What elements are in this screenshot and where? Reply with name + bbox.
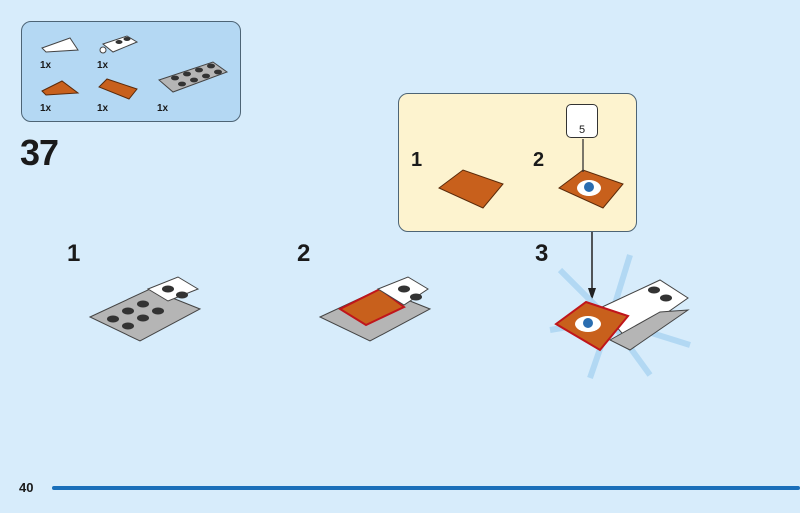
parts-list-box: 1x 1x 1x 1x 1x bbox=[21, 21, 241, 122]
white-plate-clip-icon bbox=[99, 35, 139, 54]
part-qty: 1x bbox=[40, 60, 52, 71]
part-qty: 1x bbox=[40, 103, 52, 114]
part-qty: 1x bbox=[157, 103, 169, 114]
placement-arrow bbox=[588, 232, 596, 300]
footer-bar bbox=[52, 486, 800, 490]
orange-curved-slope-icon bbox=[98, 78, 138, 100]
part-qty: 1x bbox=[97, 103, 109, 114]
sticker-leader-line bbox=[582, 139, 584, 172]
step-3-model-highlighted bbox=[549, 254, 691, 379]
sticker-sheet-badge: 5 bbox=[566, 104, 598, 138]
white-wedge-tile-icon bbox=[41, 37, 79, 53]
orange-slope-with-sticker-icon bbox=[558, 169, 624, 209]
page-number: 40 bbox=[19, 480, 34, 495]
sub-step-2: 2 bbox=[297, 240, 311, 267]
step-number: 37 bbox=[20, 132, 59, 173]
sub-assembly-callout: 1 2 bbox=[398, 93, 637, 232]
step-1-model bbox=[88, 276, 202, 342]
sub-step-1: 1 bbox=[67, 240, 81, 267]
orange-curved-slope-icon bbox=[438, 169, 504, 209]
orange-wedge-tile-icon bbox=[41, 80, 80, 96]
part-qty: 1x bbox=[97, 60, 109, 71]
sub-step-3: 3 bbox=[535, 240, 549, 267]
step-2-model bbox=[318, 276, 432, 342]
callout-step-2: 2 bbox=[533, 149, 545, 171]
sticker-number: 5 bbox=[578, 124, 586, 136]
gray-plate-icon bbox=[158, 61, 229, 93]
callout-step-1: 1 bbox=[411, 149, 423, 171]
